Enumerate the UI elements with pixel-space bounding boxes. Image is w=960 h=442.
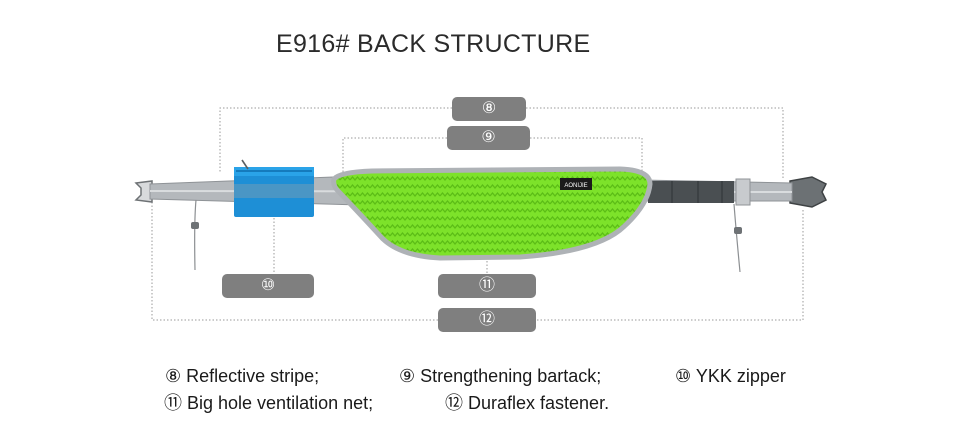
legend-ventilation-net: ⑪ Big hole ventilation net;	[164, 393, 374, 413]
strap-adjuster	[735, 178, 751, 206]
right-cord	[733, 203, 741, 273]
callout-12: ⑫	[438, 308, 536, 332]
elastic-band	[648, 181, 734, 203]
guide-12-right	[537, 210, 804, 321]
logo-tag	[560, 178, 592, 190]
guide-12	[151, 192, 438, 321]
left-buckle	[134, 180, 153, 203]
logo-text: AONIJIE	[564, 183, 587, 189]
blue-pocket	[234, 171, 314, 217]
guide-8	[219, 107, 452, 172]
callout-10: ⑩	[222, 274, 314, 298]
legend-ykk-zipper: ⑩ YKK zipper	[675, 366, 786, 386]
callout-11: ⑪	[438, 274, 536, 298]
callout-8: ⑧	[452, 97, 526, 121]
legend-reflective-stripe: ⑧ Reflective stripe;	[165, 366, 320, 386]
page-title: E916# BACK STRUCTURE	[276, 30, 591, 58]
mesh-body	[331, 166, 653, 261]
pocket-strap-overlay	[234, 184, 314, 198]
left-cord	[194, 199, 197, 271]
right-buckle	[789, 176, 828, 208]
guide-8-right	[526, 107, 784, 180]
callout-9: ⑨	[447, 126, 530, 150]
zipper-pull	[241, 159, 249, 170]
callout-guides	[151, 107, 804, 321]
legend-strengthening-bartack: ⑨ Strengthening bartack;	[399, 366, 602, 386]
guide-9-right	[530, 137, 643, 180]
legend-duraflex-fastener: ⑫ Duraflex fastener.	[445, 393, 610, 413]
